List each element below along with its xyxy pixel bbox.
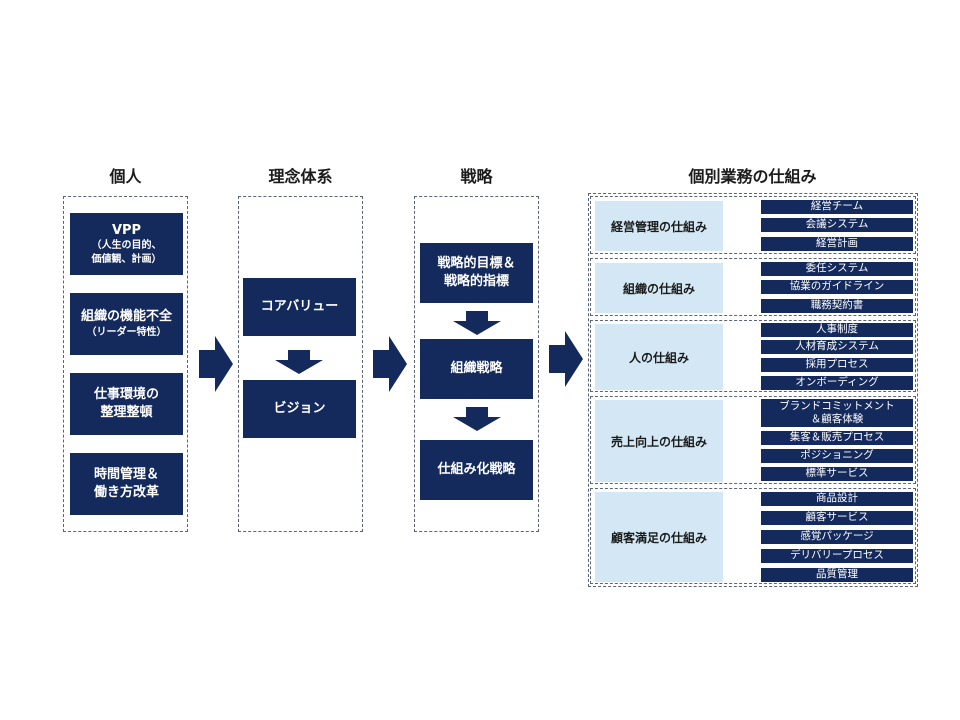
item-hr-system: 人事制度: [761, 323, 913, 337]
item-management-team: 経営チーム: [761, 200, 913, 214]
item-delivery-process: デリバリープロセス: [761, 549, 913, 563]
time-line-1: 時間管理＆: [93, 467, 159, 483]
heading-individual: 個人: [109, 167, 142, 186]
flow-arrow-down-strategy-1: [453, 311, 501, 335]
group-organization: 組織の仕組み 委任システム 協業のガイドライン 職務契約書: [590, 258, 916, 316]
item-acquisition-sales: 集客＆販売プロセス: [761, 431, 913, 445]
systemization-strategy-label: 仕組み化戦略: [437, 462, 516, 478]
item-meeting-system: 会議システム: [761, 218, 913, 232]
vpp-title: VPP: [111, 222, 142, 238]
flow-arrow-down-philosophy: [275, 350, 323, 374]
vision-label: ビジョン: [273, 401, 326, 417]
item-brand-commitment-line-1: ブランドコミットメント: [779, 399, 895, 412]
item-positioning: ポジショニング: [761, 449, 913, 463]
item-onboarding: オンボーディング: [761, 376, 913, 390]
strategy-box-goals: 戦略的目標＆ 戦略的指標: [420, 243, 533, 303]
philosophy-box-vision: ビジョン: [243, 380, 356, 438]
individual-box-environment: 仕事環境の 整理整頓: [70, 373, 183, 435]
strategy-box-systemization: 仕組み化戦略: [420, 440, 533, 500]
group-management-label: 経営管理の仕組み: [595, 201, 723, 251]
vpp-sub-2: 価値観、計画）: [91, 253, 162, 265]
philosophy-box-core-value: コアバリュー: [243, 278, 356, 336]
individual-box-vpp: VPP （人生の目的、 価値観、計画）: [70, 213, 183, 275]
item-job-contract: 職務契約書: [761, 299, 913, 313]
individual-box-dysfunction: 組織の機能不全 （リーダー特性）: [70, 293, 183, 355]
time-line-2: 働き方改革: [93, 485, 159, 500]
item-sensory-package: 感覚パッケージ: [761, 530, 913, 544]
individual-box-time: 時間管理＆ 働き方改革: [70, 453, 183, 515]
item-brand-commitment: ブランドコミットメント ＆顧客体験: [761, 399, 913, 427]
group-customer-satisfaction-label: 顧客満足の仕組み: [595, 492, 723, 582]
item-product-design: 商品設計: [761, 492, 913, 506]
flow-arrow-right-2: [373, 336, 407, 392]
item-hiring-process: 採用プロセス: [761, 358, 913, 372]
flow-arrow-down-strategy-2: [453, 407, 501, 431]
heading-philosophy: 理念体系: [268, 167, 333, 186]
heading-business: 個別業務の仕組み: [688, 167, 817, 186]
flow-arrow-right-3: [549, 331, 583, 387]
group-management: 経営管理の仕組み 経営チーム 会議システム 経営計画: [590, 196, 916, 254]
environment-line-2: 整理整頓: [100, 405, 153, 420]
item-brand-commitment-line-2: ＆顧客体験: [810, 413, 864, 425]
organization-strategy-label: 組織戦略: [450, 361, 503, 377]
environment-line-1: 仕事環境の: [93, 387, 159, 403]
group-people-label: 人の仕組み: [595, 324, 723, 390]
group-customer-satisfaction: 顧客満足の仕組み 商品設計 顧客サービス 感覚パッケージ デリバリープロセス 品…: [590, 488, 916, 584]
dysfunction-title: 組織の機能不全: [80, 309, 172, 325]
dysfunction-sub: （リーダー特性）: [86, 327, 167, 339]
goals-line-2: 戦略的指標: [443, 274, 509, 289]
core-value-label: コアバリュー: [260, 299, 339, 315]
heading-strategy: 戦略: [460, 167, 493, 186]
group-organization-label: 組織の仕組み: [595, 263, 723, 313]
group-sales-label: 売上向上の仕組み: [595, 400, 723, 482]
vpp-sub-1: （人生の目的、: [91, 240, 162, 252]
item-standard-service: 標準サービス: [761, 467, 913, 481]
group-people: 人の仕組み 人事制度 人材育成システム 採用プロセス オンボーディング: [590, 320, 916, 392]
item-quality-control: 品質管理: [761, 568, 913, 582]
group-sales: 売上向上の仕組み ブランドコミットメント ＆顧客体験 集客＆販売プロセス ポジシ…: [590, 396, 916, 484]
item-collaboration-guideline: 協業のガイドライン: [761, 280, 913, 294]
item-management-plan: 経営計画: [761, 237, 913, 251]
strategy-box-organization: 組織戦略: [420, 339, 533, 399]
item-customer-service: 顧客サービス: [761, 511, 913, 525]
item-delegation-system: 委任システム: [761, 262, 913, 276]
flow-arrow-right-1: [199, 336, 233, 392]
item-talent-development: 人材育成システム: [761, 340, 913, 354]
goals-line-1: 戦略的目標＆: [437, 256, 516, 272]
